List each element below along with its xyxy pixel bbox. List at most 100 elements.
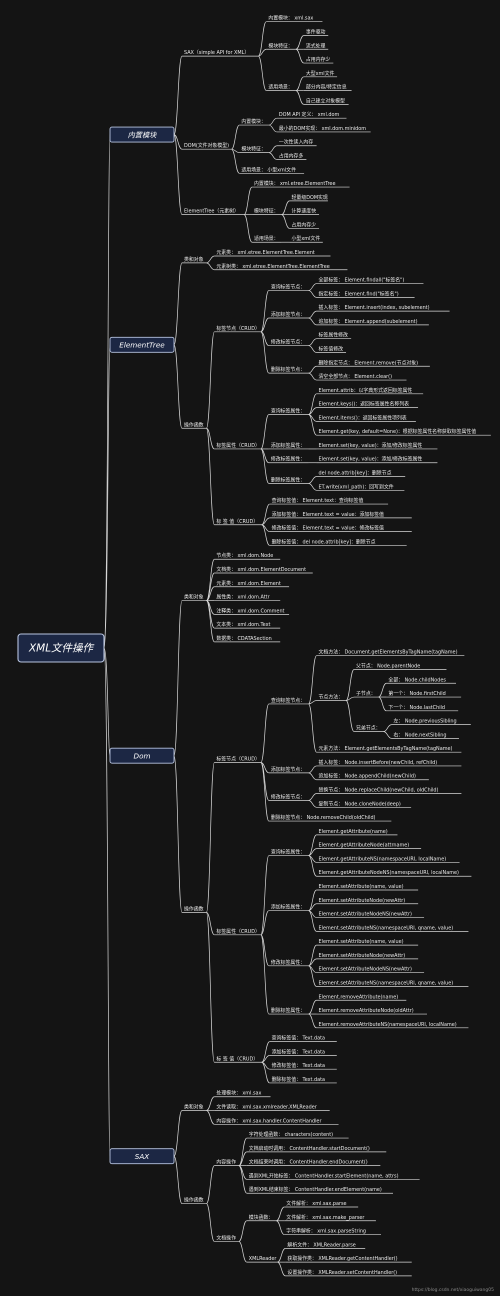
node-3-1-0-4: 遇到XML结束标签： ContentHandler.endElement(nam… (246, 1186, 393, 1194)
node-0-0-0: 内置模块： xml.sax (266, 15, 323, 23)
svg-text:占用内存多: 占用内存多 (279, 153, 304, 160)
node-2-1-1: 标签属性（CRUD） (214, 855, 270, 1015)
node-0-0-1: 模块特征： (266, 35, 304, 64)
svg-text:元素树类： xml.etree.ElementTree.E: 元素树类： xml.etree.ElementTree.ElementTree (216, 263, 329, 270)
svg-text:全部标签： Element.findall("标签名"): 全部标签： Element.findall("标签名") (319, 277, 405, 284)
svg-text:遇到XML结束标签： ContentHandler.end: 遇到XML结束标签： ContentHandler.endElement(nam… (249, 1186, 382, 1193)
svg-text:替换节点： Node.replaceChild(newCh: 替换节点： Node.replaceChild(newChild, oldChi… (319, 787, 439, 794)
svg-text:DOM API 定义： xml.dom: DOM API 定义： xml.dom (279, 111, 340, 118)
svg-text:清空全部节点： Element.clear(): 清空全部节点： Element.clear() (319, 373, 393, 380)
node-2-1: 操作函数 (182, 762, 215, 1063)
svg-text:元素方法： Element.getElementsByTa: 元素方法： Element.getElementsByTagName(tagNa… (319, 745, 453, 752)
node-0-1-0: 内置模块： (239, 117, 277, 133)
svg-text:Element.setAttributeNodeNS(new: Element.setAttributeNodeNS(newAttr) (319, 912, 413, 918)
main-node-1: ElementTree (103, 262, 183, 649)
svg-text:获取操作类： XMLReader.getContentHa: 获取操作类： XMLReader.getContentHandler() (287, 1255, 397, 1262)
svg-text:标 签 值（CRUD）: 标 签 值（CRUD） (216, 518, 258, 525)
svg-text:ET.write(xml_path)：回写到文件: ET.write(xml_path)：回写到文件 (319, 483, 394, 490)
node-0-1-1: 模块特征： (239, 145, 277, 160)
node-2-1-0-0-1-2-1: 右： Node.nextSibling (391, 731, 459, 739)
svg-text:修改标签属性：: 修改标签属性： (271, 456, 305, 463)
svg-text:删除标签节点：: 删除标签节点： (271, 366, 305, 373)
node-0-2: ElementTree（元素树） (182, 186, 253, 243)
node-0-2-1-1: 计算速度快 (289, 208, 320, 215)
node-2-1-2-3: 删除标签值： Text.data (269, 1076, 337, 1084)
node-2-1-0: 标签节点（CRUD） (214, 703, 270, 822)
svg-text:Element.setAttributeNode(newAt: Element.setAttributeNode(newAttr) (319, 898, 406, 904)
node-2-0-5: 文本类： xml.dom.Text (214, 621, 281, 629)
svg-text:追加标签： Element.append(subeleme: 追加标签： Element.append(subelement) (319, 318, 418, 325)
node-0-1-2: 适用场景： 小型xml文件 (239, 166, 305, 174)
svg-text:标签节点（CRUD）: 标签节点（CRUD） (216, 756, 260, 763)
node-3-1-0-3: 遇到XML开始标签： ContentHandler.startElement(n… (246, 1172, 420, 1180)
node-1-1-0-0: 查询标签节点： (268, 283, 317, 298)
node-0-0-1-1: 流式处理 (303, 42, 329, 50)
svg-text:模块特征：: 模块特征： (254, 208, 278, 215)
main-node-2: Dom (103, 600, 183, 913)
svg-text:文档操作: 文档操作 (216, 1234, 236, 1241)
svg-text:Dom: Dom (134, 751, 151, 760)
svg-text:文本类： xml.dom.Text: 文本类： xml.dom.Text (216, 621, 270, 628)
node-3-1-0-1: 文档启动时调用： ContentHandler.startDocument() (246, 1145, 387, 1153)
node-2-1-1-0: 查询标签属性： (268, 834, 317, 877)
svg-text:元素类： xml.etree.ElementTree.El: 元素类： xml.etree.ElementTree.Element (216, 249, 314, 256)
svg-text:字符串解析： xml.sax.parseString: 字符串解析： xml.sax.parseString (286, 1228, 366, 1235)
node-2-1-1-3-2: Element.removeAttributeNS(namespaceURI, … (316, 1022, 469, 1029)
node-1-1-1-3: 删除标签属性： (268, 476, 317, 491)
svg-text:内置模块： xml.sax: 内置模块： xml.sax (268, 15, 313, 22)
node-2-1-0-0-2: 元素方法： Element.getElementsByTagName(tagNa… (316, 745, 462, 753)
node-1-1: 操作函数 (182, 331, 215, 526)
node-1-1-0-2: 修改标签节点： (268, 338, 317, 353)
svg-text:文件解析： xml.sax.make_parser: 文件解析： xml.sax.make_parser (286, 1214, 365, 1221)
svg-text:一次性读入内存: 一次性读入内存 (279, 139, 313, 146)
node-2-1-1-3: 删除标签属性： (268, 999, 317, 1029)
node-2-0-6: 数据类： CDATASection (214, 635, 281, 643)
svg-text:添加标签属性：: 添加标签属性： (271, 442, 305, 449)
node-2-1-1-0-1: Element.getAttributeNode(attrname) (316, 843, 422, 849)
svg-text:指定标签： Element.find("标签名"): 指定标签： Element.find("标签名") (319, 290, 399, 297)
node-1-1-1-3-0: del node.attrib[key]：删除节点 (316, 470, 406, 477)
node-1-1-1-3-1: ET.write(xml_path)：回写到文件 (316, 483, 405, 491)
svg-text:类和对象: 类和对象 (184, 256, 204, 263)
svg-text:Element.attrib：以字典形式返回标签属性: Element.attrib：以字典形式返回标签属性 (319, 387, 413, 394)
node-3-1-1-1-2: 设置操作类： XMLReader.setContentHandler() (285, 1269, 412, 1277)
svg-text:Element.removeAttributeNode(ol: Element.removeAttributeNode(oldAttr) (319, 1008, 414, 1014)
node-1-1-2-3: 删除标签值： del node.attrib[key]：删除节点 (269, 538, 407, 546)
svg-text:追加标签： Node.appendChild(newChi: 追加标签： Node.appendChild(newChild) (319, 773, 416, 780)
svg-text:属性类： xml.dom.Attr: 属性类： xml.dom.Attr (216, 594, 270, 601)
svg-text:删除标签属性：: 删除标签属性： (271, 1007, 305, 1014)
node-0-0-2-2: 自己建立对象模型 (303, 97, 349, 105)
svg-text:部分内容/特定信息: 部分内容/特定信息 (306, 84, 347, 91)
svg-text:ElementTree（元素树）: ElementTree（元素树） (184, 208, 239, 215)
svg-text:Element.get(key, default=None): Element.get(key, default=None)：根据标签属性名称获… (319, 428, 477, 435)
svg-text:文档方法： Document.getElementsByT: 文档方法： Document.getElementsByTagName(tagN… (319, 649, 458, 656)
node-1-1-1-0-1: Element.keys()：返回标签属性名称列表 (316, 401, 419, 408)
svg-text:修改标签值： Element.text = val: 修改标签值： Element.text = value：修改标签值 (272, 525, 384, 532)
node-2-1-2-0: 查询标签值： Text.data (269, 1035, 337, 1042)
svg-text:Element.setAttributeNS(namespa: Element.setAttributeNS(namespaceURI, qna… (319, 925, 454, 931)
node-1-0-1: 元素树类： xml.etree.ElementTree.ElementTree (214, 263, 348, 271)
node-1-1-2-2: 修改标签值： Element.text = value：修改标签值 (269, 525, 412, 532)
node-2-1-0-3: 删除标签节点： Node.removeChild(oldChild) (268, 814, 392, 822)
node-2-1-1-1-3: Element.setAttributeNS(namespaceURI, qna… (316, 925, 469, 932)
node-0-2-1-2: 占用内存少 (289, 221, 320, 229)
svg-text:标 签 值（CRUD）: 标 签 值（CRUD） (216, 1055, 258, 1062)
node-2-1-2-1: 添加标签值： Text.data (269, 1048, 337, 1056)
main-node-0: 内置模块 (103, 55, 183, 649)
svg-text:删除标签节点： Node.removeChild(oldC: 删除标签节点： Node.removeChild(oldChild) (271, 814, 376, 821)
svg-text:小型xml文件: 小型xml文件 (292, 235, 321, 242)
node-2-1-2-2: 修改标签值： Text.data (269, 1062, 337, 1070)
svg-text:插入标签： Element.insert(index, s: 插入标签： Element.insert(index, subelement) (319, 304, 430, 311)
node-2-0: 类和对象 (182, 558, 215, 643)
svg-text:查询标签属性：: 查询标签属性： (271, 849, 305, 856)
node-1-1-1-0-3: Element.get(key, default=None)：根据标签属性名称获… (316, 428, 491, 436)
node-3-1-1-0-1: 文件解析： xml.sax.make_parser (284, 1214, 376, 1222)
node-1-1-1: 标签属性（CRUD） (214, 414, 270, 484)
svg-text:节点类： xml.dom.Node: 节点类： xml.dom.Node (216, 552, 273, 559)
svg-text:占用内存少: 占用内存少 (306, 56, 331, 63)
svg-text:标签节点（CRUD）: 标签节点（CRUD） (216, 325, 260, 332)
svg-text:查询标签节点：: 查询标签节点： (271, 697, 305, 704)
svg-text:适用场景：: 适用场景： (268, 84, 292, 91)
svg-text:Element.getAttributeNodeNS(nam: Element.getAttributeNodeNS(namespaceURI,… (319, 870, 459, 876)
svg-text:解析文件： XMLReader.parse: 解析文件： XMLReader.parse (287, 1241, 355, 1248)
